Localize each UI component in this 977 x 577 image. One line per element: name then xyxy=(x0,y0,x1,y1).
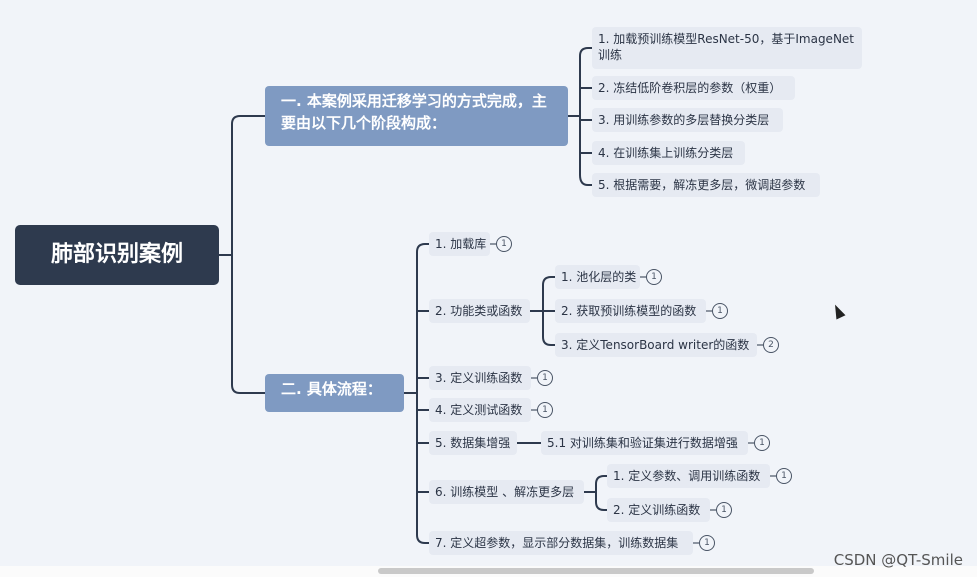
link-i2-c3 xyxy=(542,336,555,346)
link-b1-i1 xyxy=(579,47,592,57)
branch-node-2[interactable]: 二. 具体流程： xyxy=(265,374,404,412)
b2-item-7[interactable]: 7. 定义超参数，显示部分数据集，训练数据集 xyxy=(429,531,693,555)
b1-item-2[interactable]: 2. 冻结低阶卷积层的参数（权重） xyxy=(592,76,795,100)
count-badge[interactable]: 1 xyxy=(699,535,715,551)
link-i2-stem xyxy=(530,285,544,337)
b2-item-1[interactable]: 1. 加载库 xyxy=(429,232,490,256)
link-i6-stem xyxy=(584,484,597,502)
link-i6-c2 xyxy=(595,501,607,511)
link-root-branch1 xyxy=(219,115,265,256)
link-i2-c1 xyxy=(542,276,555,286)
b2-item-2[interactable]: 2. 功能类或函数 xyxy=(429,299,530,323)
count-badge[interactable]: 1 xyxy=(712,303,728,319)
scrollbar-thumb[interactable] xyxy=(378,568,814,574)
count-badge[interactable]: 2 xyxy=(763,337,779,353)
count-badge[interactable]: 1 xyxy=(496,236,512,252)
count-badge[interactable]: 1 xyxy=(754,435,770,451)
b2-item-6-child-1[interactable]: 1. 定义参数、调用训练函数 xyxy=(607,464,770,488)
b1-item-3[interactable]: 3. 用训练参数的多层替换分类层 xyxy=(592,108,783,132)
b2-item-6-child-2[interactable]: 2. 定义训练函数 xyxy=(607,498,710,522)
b2-item-2-child-2[interactable]: 2. 获取预训练模型的函数 xyxy=(555,299,706,323)
branch-1-label: 一. 本案例采用迁移学习的方式完成，主要由以下几个阶段构成： xyxy=(281,92,547,132)
b2-item-3[interactable]: 3. 定义训练函数 xyxy=(429,366,531,390)
root-label: 肺部识别案例 xyxy=(50,242,183,267)
b2-item-6[interactable]: 6. 训练模型 、解冻更多层 xyxy=(429,480,584,504)
b1-item-4[interactable]: 4. 在训练集上训练分类层 xyxy=(592,141,745,165)
watermark: CSDN @QT-Smile xyxy=(833,551,963,569)
branch-2-label: 二. 具体流程： xyxy=(281,380,382,398)
b1-item-5[interactable]: 5. 根据需要，解冻更多层，微调超参数 xyxy=(592,173,820,197)
count-badge[interactable]: 1 xyxy=(716,502,732,518)
root-node[interactable]: 肺部识别案例 xyxy=(15,225,219,285)
b2-item-2-child-1[interactable]: 1. 池化层的类 xyxy=(555,265,640,289)
branch-node-1[interactable]: 一. 本案例采用迁移学习的方式完成，主要由以下几个阶段构成： xyxy=(265,86,568,146)
count-badge[interactable]: 1 xyxy=(537,402,553,418)
link-b2-i1 xyxy=(416,243,429,253)
link-b1-stem xyxy=(568,56,581,175)
count-badge[interactable]: 1 xyxy=(646,269,662,285)
b2-item-5-child-1[interactable]: 5.1 对训练集和验证集进行数据增强 xyxy=(541,431,748,455)
count-badge[interactable]: 1 xyxy=(776,468,792,484)
b2-item-5[interactable]: 5. 数据集增强 xyxy=(429,431,517,455)
b1-item-1[interactable]: 1. 加载预训练模型ResNet-50，基于ImageNet训练 xyxy=(592,27,862,69)
horizontal-scrollbar[interactable] xyxy=(0,566,977,577)
count-badge[interactable]: 1 xyxy=(537,370,553,386)
link-b2-i7 xyxy=(416,534,429,544)
link-root-branch2 xyxy=(231,255,265,394)
b2-item-4[interactable]: 4. 定义测试函数 xyxy=(429,398,531,422)
link-b1-i5 xyxy=(579,174,592,186)
b2-item-2-child-3[interactable]: 3. 定义TensorBoard writer的函数 xyxy=(555,333,757,357)
link-b2-stem xyxy=(404,252,418,535)
link-i6-c1 xyxy=(595,475,607,485)
